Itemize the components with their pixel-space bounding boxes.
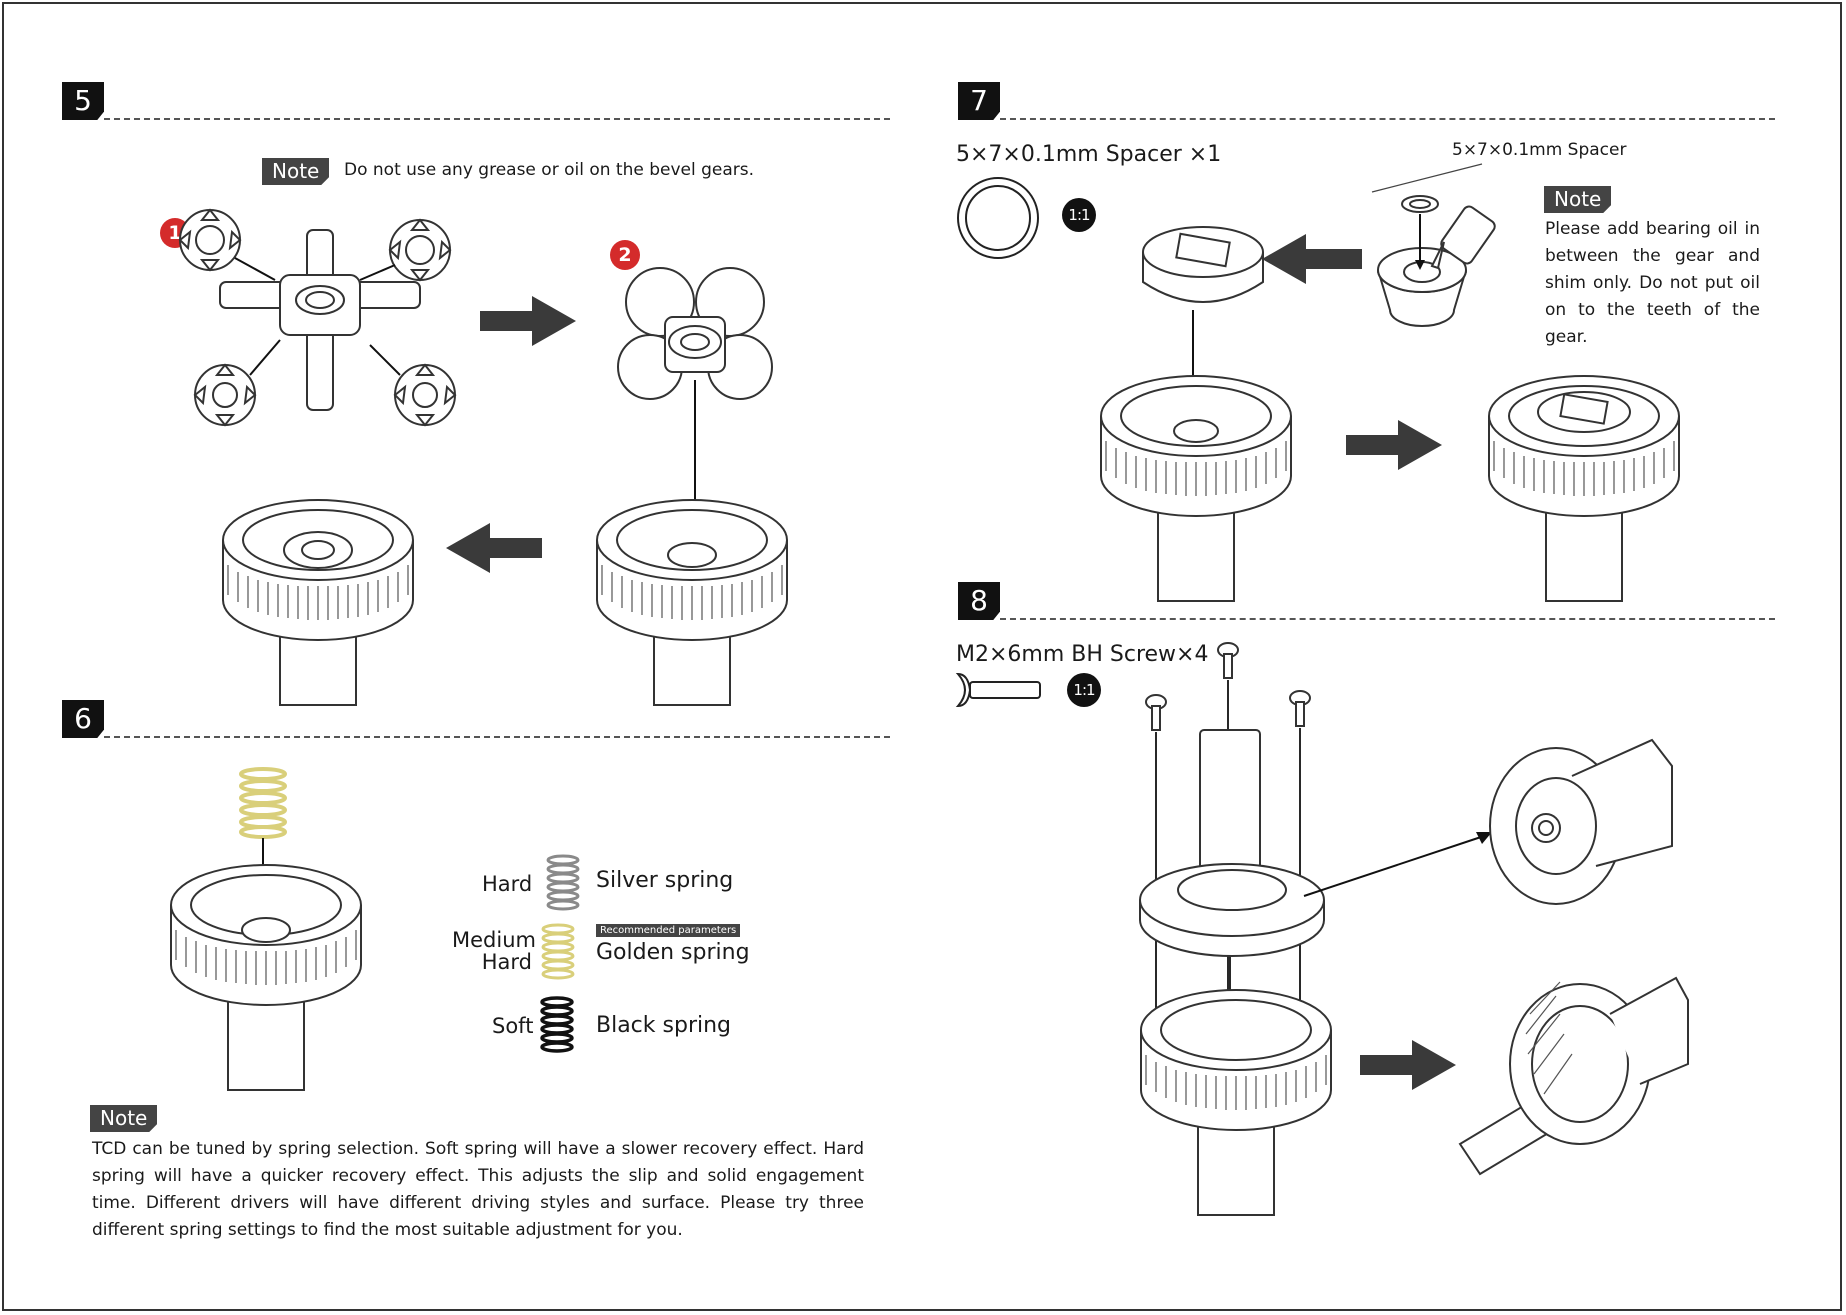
step-5-note-text: Do not use any grease or oil on the beve… bbox=[344, 160, 755, 180]
step-5-note-tag: Note bbox=[262, 158, 330, 185]
spacer-ring-icon bbox=[957, 177, 1039, 259]
spring-hard-label: Hard bbox=[482, 872, 533, 896]
spider-with-bevel-gears-illustration bbox=[178, 208, 457, 427]
step-8-part-label: M2×6mm BH Screw×4 bbox=[956, 642, 1209, 667]
step-6-badge: 6 bbox=[62, 700, 104, 738]
step-5-badge: 5 bbox=[62, 82, 104, 120]
golden-spring-top-illustration bbox=[239, 767, 287, 839]
callout-leader-line bbox=[1371, 163, 1483, 193]
left-arrow-icon bbox=[446, 523, 542, 573]
diff-gear-assembled-illustration bbox=[222, 499, 414, 706]
diff-gear-covered-illustration bbox=[1488, 375, 1680, 602]
right-arrow-icon bbox=[480, 296, 576, 346]
step-5-rule bbox=[104, 118, 890, 120]
spring-black-name: Black spring bbox=[596, 1013, 732, 1038]
recommended-tag: Recommended parameters bbox=[596, 924, 741, 937]
diff-gear-open-step7-illustration bbox=[1100, 375, 1292, 602]
step-7-rule bbox=[1000, 118, 1775, 120]
diff-gear-step8-illustration bbox=[1140, 989, 1332, 1216]
step-7-scale-badge: 1:1 bbox=[1062, 198, 1096, 232]
silver-spring-icon bbox=[546, 854, 580, 911]
step-6-note-text: TCD can be tuned by spring selection. So… bbox=[92, 1139, 864, 1240]
spring-golden-name: Golden spring bbox=[596, 940, 750, 965]
step-8-scale-badge: 1:1 bbox=[1067, 673, 1101, 707]
step-8-rule bbox=[1000, 618, 1775, 620]
assembled-spider-illustration bbox=[617, 267, 773, 400]
spring-soft-label: Soft bbox=[492, 1014, 534, 1038]
completed-diff-illustration bbox=[1458, 976, 1689, 1176]
diff-cup-detail-illustration bbox=[1489, 738, 1673, 905]
callout-2: 2 bbox=[610, 240, 640, 270]
bh-screw-icon bbox=[955, 672, 1041, 708]
step-7-part-label: 5×7×0.1mm Spacer ×1 bbox=[956, 142, 1222, 167]
step-7-badge: 7 bbox=[958, 82, 1000, 120]
golden-spring-icon bbox=[541, 923, 575, 980]
step-7-note-tag: Note bbox=[1544, 186, 1612, 213]
detail-pointer-line bbox=[1303, 832, 1492, 897]
step-8-badge: 8 bbox=[958, 582, 1000, 620]
step-7-spacer-callout: 5×7×0.1mm Spacer bbox=[1452, 140, 1627, 160]
right-arrow-icon bbox=[1346, 420, 1442, 470]
right-arrow-icon bbox=[1360, 1040, 1456, 1090]
step-6-note-tag: Note bbox=[90, 1105, 158, 1132]
step-6-rule bbox=[104, 736, 890, 738]
bevel-gear-oiling-illustration bbox=[1377, 195, 1496, 327]
left-arrow-icon bbox=[1262, 234, 1362, 284]
black-spring-icon bbox=[540, 996, 574, 1053]
diff-cup-illustration bbox=[1139, 729, 1325, 957]
step-7-note-text: Please add bearing oil in between the ge… bbox=[1545, 219, 1760, 347]
diff-gear-spring-illustration bbox=[170, 864, 362, 1091]
spring-silver-name: Silver spring bbox=[596, 868, 734, 893]
diff-gear-open-illustration bbox=[596, 499, 788, 706]
gear-cover-illustration bbox=[1142, 226, 1264, 303]
